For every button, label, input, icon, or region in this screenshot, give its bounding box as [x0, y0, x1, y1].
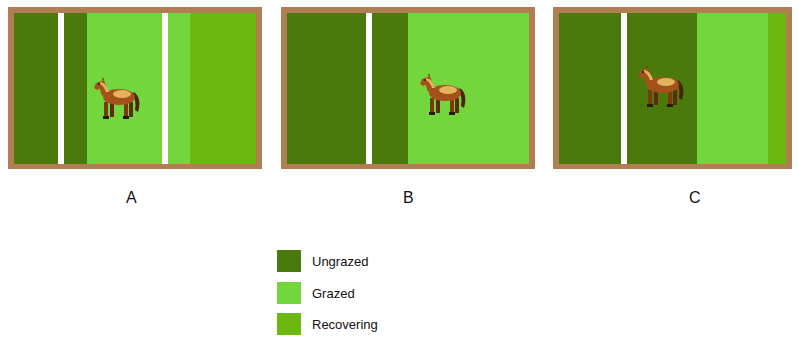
legend-row: Recovering	[277, 313, 378, 335]
legend-swatch	[277, 282, 301, 304]
legend-swatch	[277, 313, 301, 335]
legend-row: Ungrazed	[277, 250, 368, 272]
panel-label: B	[403, 188, 414, 207]
panel-label: A	[126, 188, 137, 207]
legend-text: Ungrazed	[312, 254, 368, 269]
panel-label: C	[689, 188, 701, 207]
legend-row: Grazed	[277, 282, 355, 304]
legend-swatch	[277, 250, 301, 272]
legend-text: Grazed	[312, 286, 355, 301]
legend-text: Recovering	[312, 317, 378, 332]
